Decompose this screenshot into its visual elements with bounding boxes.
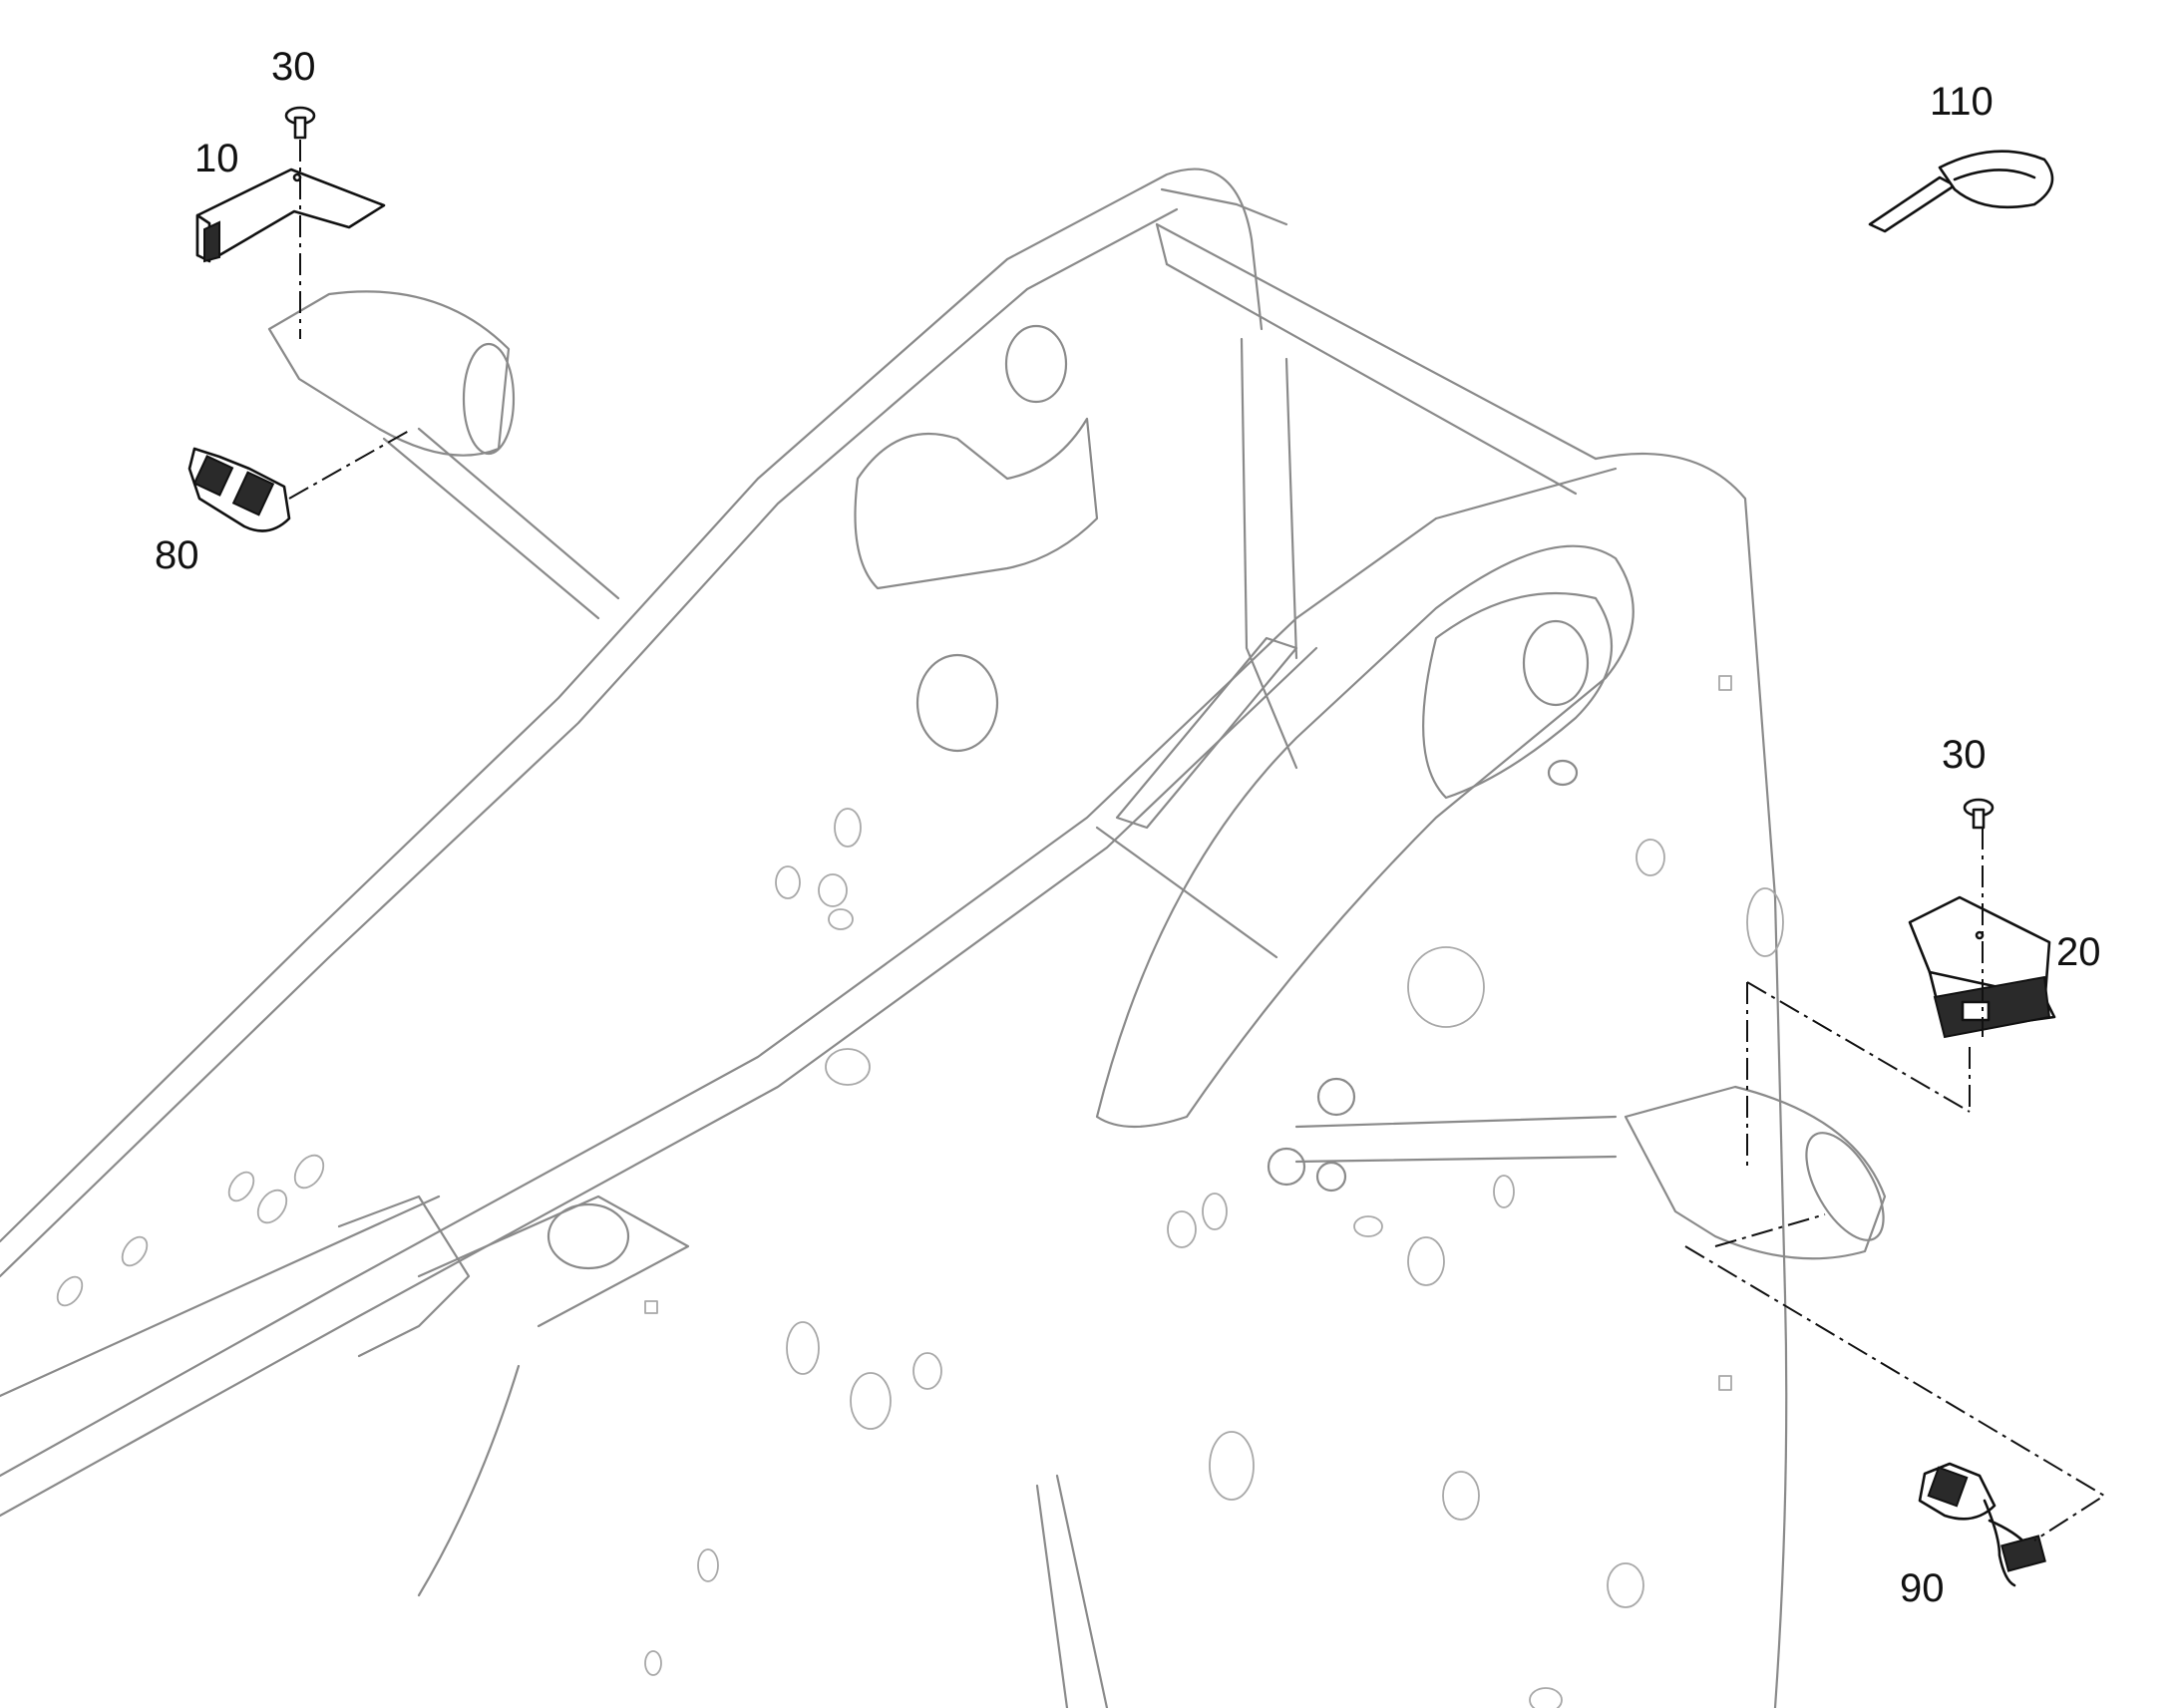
cable-tie [1868,150,2054,233]
right-lamp-bracket [1908,895,2056,1039]
callout-harness-right: 90 [1900,1566,1945,1610]
leader-lines [288,140,2106,1541]
left-connector [187,447,291,532]
callout-bracket-right: 20 [2056,930,2101,974]
callout-screw-top: 30 [271,45,316,89]
callout-screw-right: 30 [1942,733,1987,777]
loader-frame [0,168,1887,1708]
left-lamp-bracket [195,168,386,263]
right-harness [1918,1462,2046,1587]
screw-icon [284,106,316,140]
screw-icon [1963,798,1995,830]
callout-connector-left: 80 [155,533,199,577]
callout-bracket-left: 10 [194,137,239,180]
callout-cable-tie: 110 [1930,80,1994,124]
